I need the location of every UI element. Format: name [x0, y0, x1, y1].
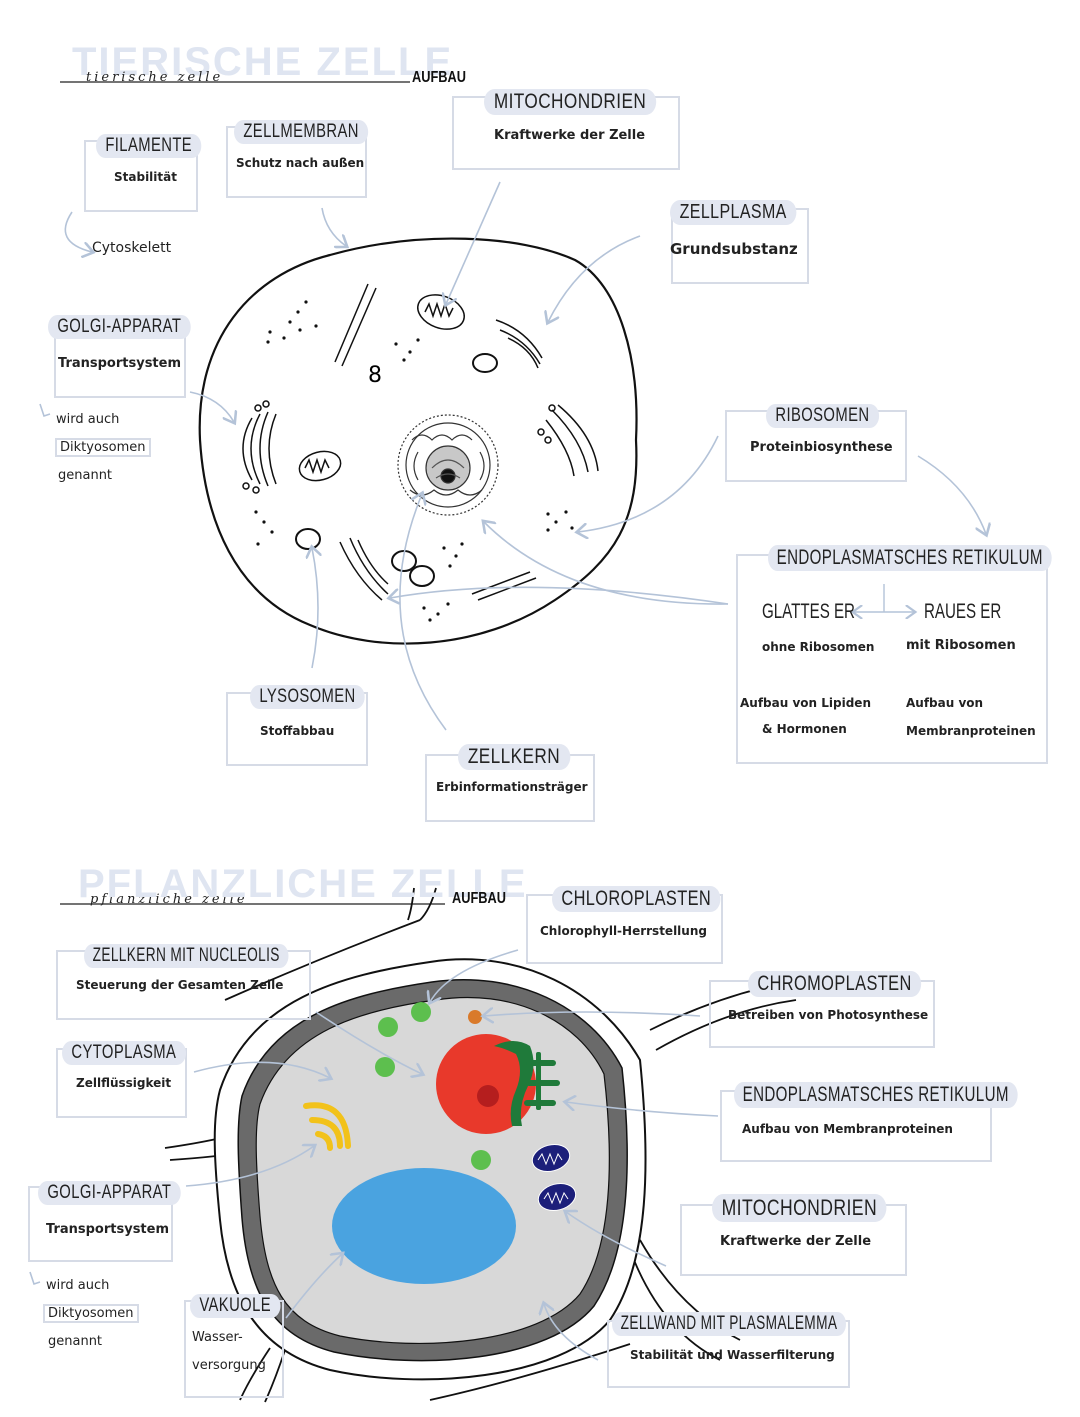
plant-arrows: [185, 949, 719, 1361]
zellplasma-label: ZELLPLASMA: [670, 200, 797, 225]
vakuole-desc-2: versorgung: [192, 1358, 266, 1373]
lysosomen-label: LYSOSOMEN: [250, 685, 366, 709]
animal-lysosomes: [295, 353, 498, 587]
plant-er: [494, 1041, 560, 1126]
vakuole-label: VAKUOLE: [190, 1294, 281, 1318]
er-label: ENDOPLASMATSCHES RETIKULUM: [768, 545, 1052, 571]
animal-mitochondrion-2: [298, 450, 342, 482]
golgi-label: GOLGI-APPARAT: [48, 315, 191, 339]
golgi-note-3: genannt: [58, 468, 113, 483]
zellplasma-desc: Grundsubstanz: [670, 240, 798, 258]
er-rau-func-1: Aufbau von: [906, 696, 984, 710]
zellmembran-label: ZELLMEMBRAN: [234, 120, 369, 144]
er-glatt-func-1: Aufbau von Lipiden: [740, 696, 871, 710]
lysosomen-desc: Stoffabbau: [260, 724, 335, 738]
cytoskelett-text: Cytoskelett: [92, 240, 172, 256]
plant-mito-desc: Kraftwerke der Zelle: [720, 1234, 872, 1249]
plant-golgi-note-2: Diktyosomen: [43, 1304, 139, 1323]
animal-golgi-left: [242, 400, 277, 494]
er-rau-func-2: Membranproteinen: [906, 724, 1036, 738]
filamente-desc: Stabilität: [114, 170, 177, 184]
plant-golgi-note-1: wird auch: [46, 1278, 110, 1293]
animal-nucleus: [397, 414, 499, 516]
zellwand-label: ZELLWAND MIT PLASMALEMMA: [612, 1312, 846, 1336]
golgi-note-1: wird auch: [56, 412, 120, 427]
chloroplasten-desc: Chlorophyll-Herrstellung: [540, 924, 707, 938]
cytoplasma-label: CYTOPLASMA: [62, 1041, 186, 1065]
plant-chromoplast: [468, 1010, 482, 1024]
vakuole-desc-1: Wasser-: [192, 1330, 243, 1345]
golgi-desc: Transportsystem: [58, 356, 182, 371]
er-glatt-func-2: & Hormonen: [762, 722, 847, 736]
animal-filaments: [334, 283, 537, 601]
plant-mito-label: MITOCHONDRIEN: [712, 1194, 887, 1222]
plant-er-label: ENDOPLASMATSCHES RETIKULUM: [734, 1082, 1018, 1108]
animal-golgi-right: [537, 404, 599, 477]
plant-golgi-desc: Transportsystem: [46, 1222, 170, 1237]
plant-vacuole: [332, 1168, 516, 1284]
er-glatt-desc: ohne Ribosomen: [762, 640, 875, 654]
chloroplasten-label: CHLOROPLASTEN: [552, 886, 721, 912]
animal-aufbau: AUFBAU: [412, 69, 467, 86]
er-rau-label: RAUES ER: [924, 600, 1002, 623]
golgi-note-2: Diktyosomen: [55, 438, 151, 457]
plant-golgi: [303, 1102, 351, 1151]
plant-aufbau: AUFBAU: [452, 890, 507, 907]
zellkern-label: ZELLKERN: [458, 744, 570, 770]
animal-golgi-bottom: [339, 537, 389, 601]
er-glatt-label: GLATTES ER: [762, 600, 855, 623]
plant-chloroplasts: [375, 1002, 491, 1170]
chromoplasten-desc: Betreiben von Photosynthese: [728, 1008, 929, 1022]
plant-zellkern-desc: Steuerung der Gesamten Zelle: [76, 978, 284, 992]
zellmembran-desc: Schutz nach außen: [236, 156, 365, 170]
plant-golgi-note-3: genannt: [48, 1334, 103, 1349]
plant-zellkern-label: ZELLKERN MIT NUCLEOLIS: [84, 944, 289, 968]
mitochondrien-label: MITOCHONDRIEN: [484, 89, 657, 115]
plant-subtitle-text: pflanzliche zelle: [90, 892, 248, 907]
plant-golgi-label: GOLGI-APPARAT: [38, 1181, 181, 1205]
zellkern-desc: Erbinformationsträger: [436, 780, 588, 794]
plant-title: PFLANZLICHE ZELLE: [78, 862, 528, 906]
filamente-label: FILAMENTE: [96, 134, 202, 158]
plant-mitochondria: [531, 1144, 577, 1211]
chromoplasten-label: CHROMOPLASTEN: [748, 971, 922, 997]
mitochondrien-desc: Kraftwerke der Zelle: [494, 128, 646, 143]
animal-subtitle: tierische zelle: [86, 70, 224, 85]
cytoplasma-desc: Zellflüssigkeit: [76, 1076, 172, 1090]
ribosomen-desc: Proteinbiosynthese: [750, 440, 893, 455]
animal-ribosomes: [254, 300, 574, 622]
plant-nucleolus: [477, 1085, 499, 1107]
ribosomen-label: RIBOSOMEN: [766, 404, 879, 428]
zellwand-desc: Stabilität und Wasserfilterung: [630, 1348, 835, 1362]
animal-arrows: [189, 181, 986, 731]
animal-title: TIERISCHE ZELLE: [72, 40, 454, 84]
plant-er-desc: Aufbau von Membranproteinen: [742, 1122, 953, 1136]
er-rau-desc: mit Ribosomen: [906, 638, 1016, 653]
animal-golgi-top: [495, 319, 543, 369]
animal-centriole: 8: [368, 363, 382, 388]
